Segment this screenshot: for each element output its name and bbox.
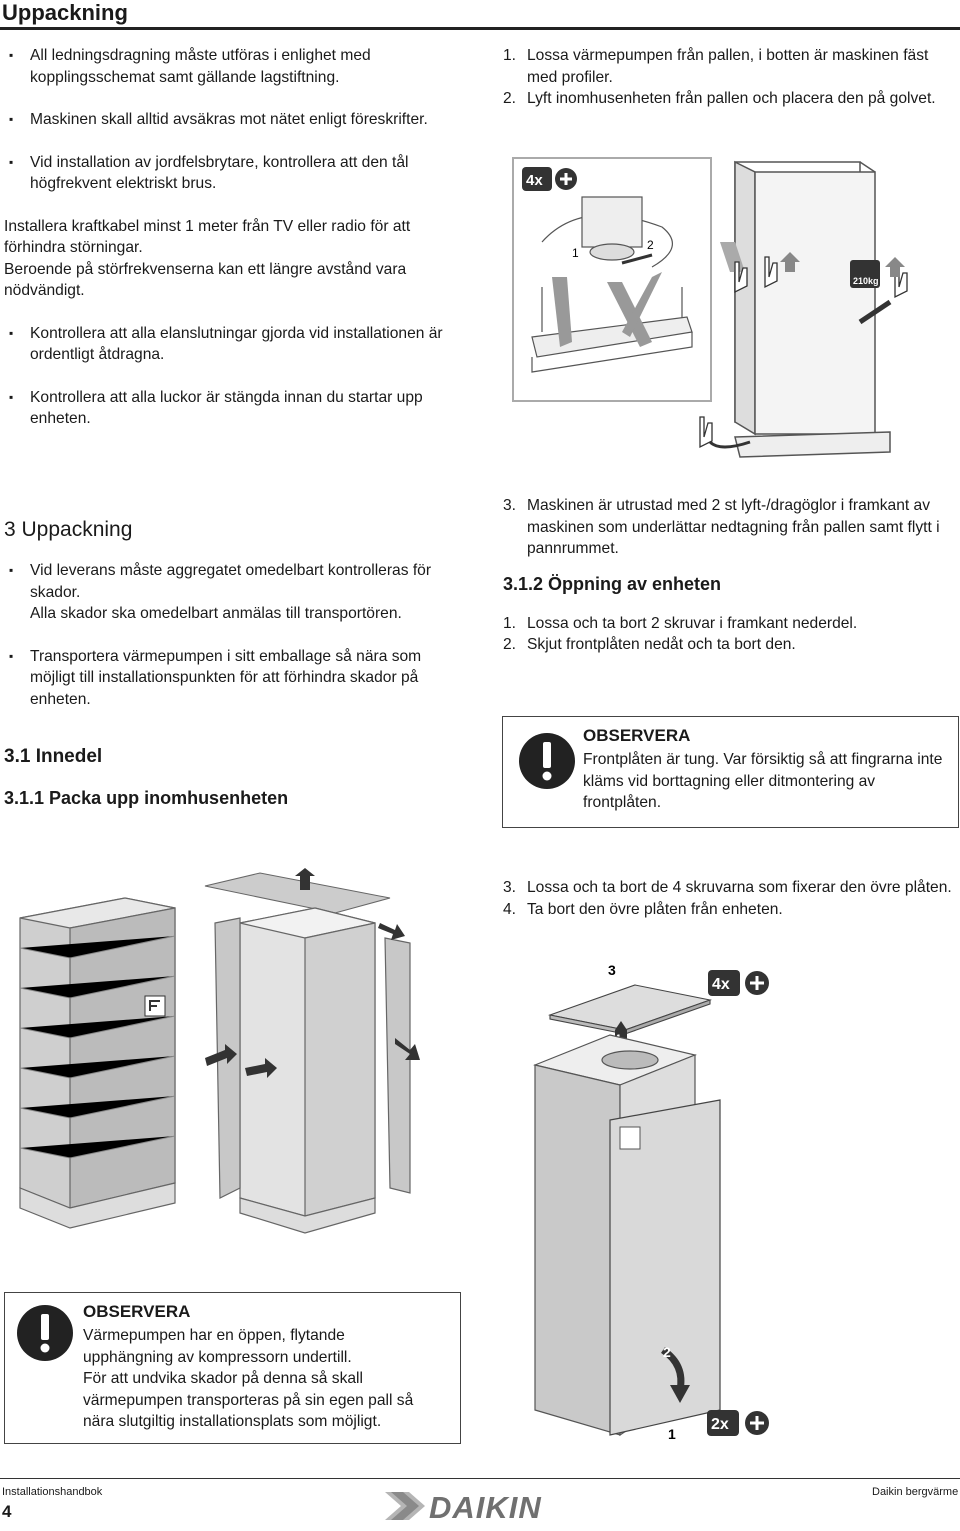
section-3: 3 Uppackning Vid leverans måste aggregat… [4,518,459,809]
fig1-label-2: 2 [647,238,654,252]
step-2-lift: 2.Lyft inomhusenheten från pallen och pl… [503,90,936,107]
heading-3-1-2: 3.1.2 Öppning av enheten [503,573,722,594]
heading-3-1-1: 3.1.1 Packa upp inomhusenheten [4,788,289,808]
fig1-label-1: 1 [572,246,579,260]
left-top-column: All ledningsdragning måste utföras i enl… [4,45,459,430]
weight-label: 210kg [853,276,879,286]
header-bar: Uppackning [0,0,960,30]
bullet-rcd: Vid installation av jordfelsbrytare, kon… [4,152,459,195]
bullet-transport: Transportera värmepumpen i sitt emballag… [4,646,459,711]
heading-3-uppackning: 3 Uppackning [4,518,133,541]
right-middle: 3.Maskinen är utrustad med 2 st lyft-/dr… [503,495,958,656]
badge-4x-bg [522,167,552,191]
right-bottom-steps: 3.Lossa och ta bort de 4 skruvarna som f… [503,877,958,920]
note-compressor-title: OBSERVERA [83,1302,191,1321]
fig-label-1: 1 [668,1426,676,1442]
note-compressor: OBSERVERA Värmepumpen har en öppen, flyt… [4,1292,461,1444]
fig-label-3: 3 [608,962,616,978]
right-top-steps: 1.Lossa värmepumpen från pallen, i botte… [503,45,958,110]
side-arrow-icon [378,923,405,940]
step-3-top-screws: 3.Lossa och ta bort de 4 skruvarna som f… [503,879,952,896]
figure-unboxing [19,868,420,1234]
hand-icon [699,416,713,449]
step-1-loosen: 1.Lossa värmepumpen från pallen, i botte… [503,47,929,86]
side-arrow-icon [395,1038,420,1060]
note-frontplate-text: Frontplåten är tung. Var försiktig så at… [583,751,943,811]
daikin-logo-icon [385,1492,425,1520]
daikin-logo: DAIKIN [385,1488,580,1526]
para-power-cable: Installera kraftkabel minst 1 meter från… [4,217,411,257]
badge-2x-text: 2x [711,1416,729,1433]
fig-label-2: 2 [663,1344,671,1360]
side-arrow-icon [245,1058,277,1078]
warning-icon [519,733,575,789]
note-compressor-line1: Värmepumpen har en öppen, flytande upphä… [83,1327,352,1366]
note-frontplate: OBSERVERA Frontplåten är tung. Var försi… [502,716,959,828]
header-rule [0,27,960,30]
step-4-top-plate: 4.Ta bort den övre plåten från enheten. [503,900,783,918]
weight-icon [850,260,880,288]
page-number: 4 [2,1502,12,1521]
badge-4x-text-2: 4x [712,976,730,993]
footer-right-label: Daikin bergvärme [872,1486,959,1498]
footer-rule [0,1478,960,1479]
para-distance: Beroende på störfrekvenserna kan ett län… [4,260,407,300]
figure-unit-lifting: 210kg [699,160,908,458]
figure-open-unit: 3 4x 4 2 1 2x [533,962,769,1442]
page-title: Uppackning [2,0,128,25]
badge-4x-text: 4x [526,172,543,189]
step-2-frontplate: 2.Skjut frontplåten nedåt och ta bort de… [503,636,796,653]
bullet-hatches: Kontrollera att alla luckor är stängda i… [4,387,459,430]
side-arrow-icon [205,1044,237,1066]
hand-icon [764,256,778,289]
heading-3-1: 3.1 Innedel [4,746,103,767]
bullet-wiring: All ledningsdragning måste utföras i enl… [4,45,459,88]
hand-icon [734,261,748,294]
warning-icon [17,1305,73,1361]
bullet-delivery-check: Vid leverans måste aggregatet omedelbart… [4,560,459,625]
footer-left-label: Installationshandbok [2,1486,103,1498]
lid-up-arrow [295,868,315,890]
daikin-logo-text: DAIKIN [429,1490,542,1525]
bullet-fuse: Maskinen skall alltid avsäkras mot nätet… [4,109,459,131]
step-3-lift-eyes: 3.Maskinen är utrustad med 2 st lyft-/dr… [503,497,940,557]
figure-pallet-profiles: 4x 1 2 [512,157,712,402]
bullet-connections: Kontrollera att alla elanslutningar gjor… [4,323,459,366]
badge-2x-bg [707,1410,739,1436]
badge-4x-bg [708,970,740,996]
note-compressor-line2: För att undvika skador på denna så skall… [83,1370,414,1430]
step-1-screws: 1.Lossa och ta bort 2 skruvar i framkant… [503,614,858,632]
note-frontplate-title: OBSERVERA [583,726,691,745]
